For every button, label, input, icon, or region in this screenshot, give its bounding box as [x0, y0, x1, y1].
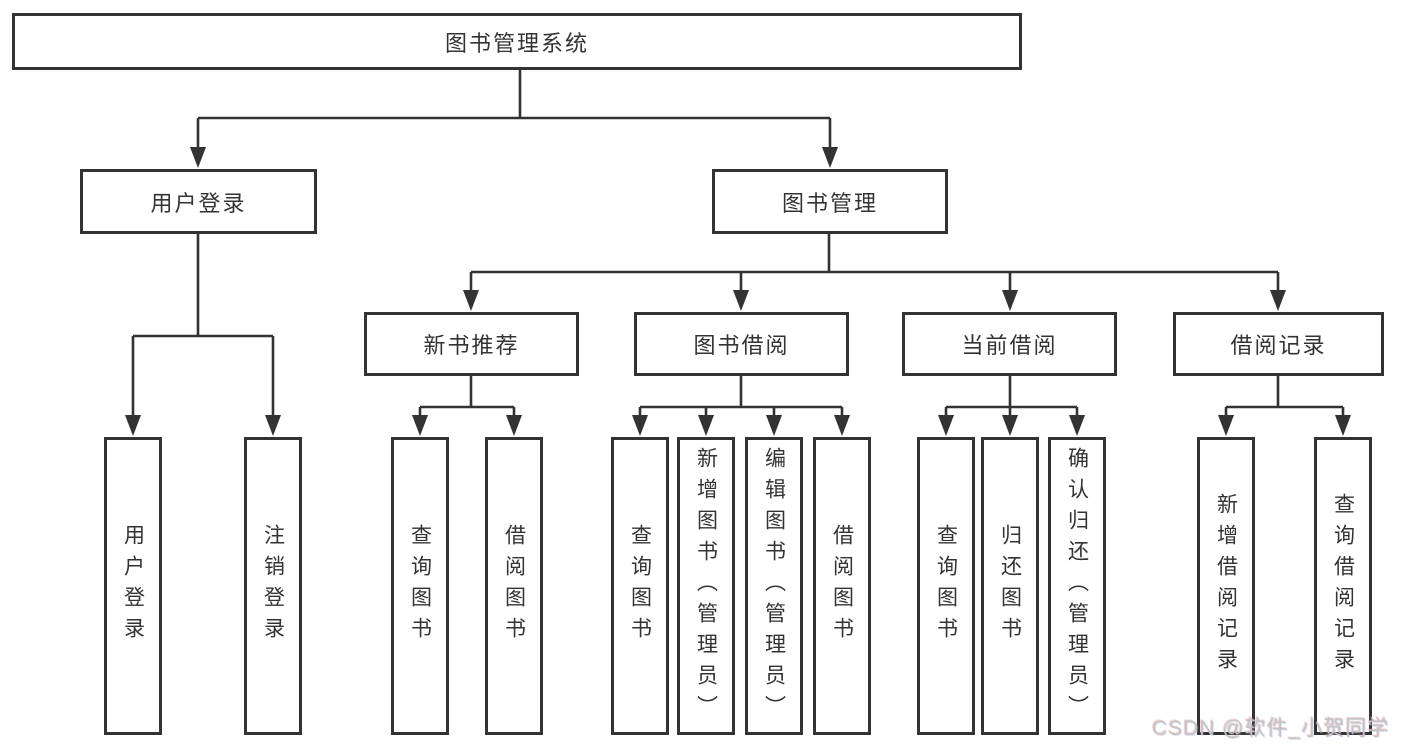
- leaf-return-book: 归还图书: [981, 437, 1039, 735]
- leaf-edit-book-admin: 编辑图书（管理员）: [745, 437, 803, 735]
- node-book-management: 图书管理: [712, 169, 948, 234]
- leaf-add-book-admin: 新增图书（管理员）: [677, 437, 735, 735]
- node-book-borrowing: 图书借阅: [634, 312, 849, 376]
- leaf-confirm-return-admin: 确认归还（管理员）: [1048, 437, 1106, 735]
- leaf-query-books-recommend: 查询图书: [391, 437, 449, 735]
- leaf-add-borrow-record: 新增借阅记录: [1197, 437, 1255, 735]
- leaf-borrow-books-borrowing: 借阅图书: [813, 437, 871, 735]
- csdn-watermark: CSDN @软件_小贺同学: [1152, 717, 1390, 740]
- node-user-login: 用户登录: [80, 169, 317, 234]
- node-new-book-recommendation: 新书推荐: [364, 312, 579, 376]
- leaf-query-books-borrowing: 查询图书: [611, 437, 669, 735]
- node-library-management-system: 图书管理系统: [12, 13, 1022, 70]
- leaf-user-login: 用户登录: [104, 437, 162, 735]
- node-current-borrowing: 当前借阅: [902, 312, 1117, 376]
- leaf-query-books-current: 查询图书: [917, 437, 975, 735]
- node-borrowing-records: 借阅记录: [1173, 312, 1384, 376]
- leaf-logout: 注销登录: [244, 437, 302, 735]
- leaf-borrow-books-recommend: 借阅图书: [485, 437, 543, 735]
- leaf-query-borrow-record: 查询借阅记录: [1314, 437, 1372, 735]
